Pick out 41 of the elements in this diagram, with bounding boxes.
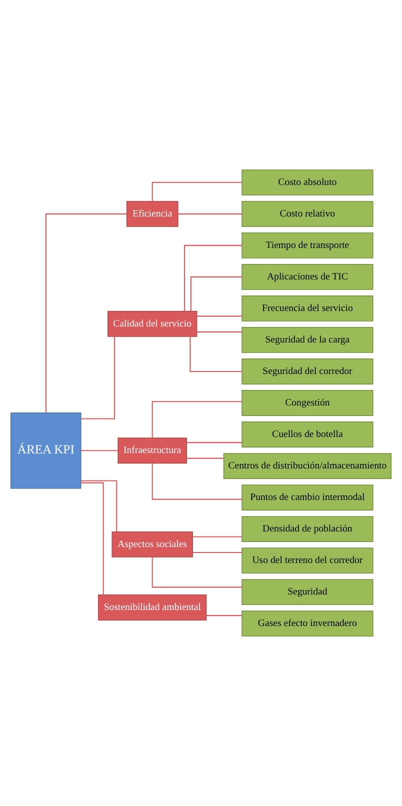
node-box: Puntos de cambio intermodal bbox=[242, 484, 374, 510]
node-box: Eficiencia bbox=[126, 200, 178, 227]
node-box: Tiempo de transporte bbox=[242, 232, 374, 258]
connector bbox=[196, 331, 242, 332]
node-box: Seguridad del corredor bbox=[242, 358, 374, 384]
node-box: Cuellos de botella bbox=[242, 422, 374, 448]
connector bbox=[186, 458, 224, 459]
node-box: Infraestructura bbox=[118, 438, 187, 464]
connector bbox=[152, 182, 242, 202]
node-box: Costo absoluto bbox=[242, 169, 374, 196]
connector bbox=[190, 276, 242, 312]
connector bbox=[81, 450, 118, 452]
node-box: Densidad de población bbox=[242, 516, 374, 542]
node-box: ÁREA KPI bbox=[10, 412, 82, 489]
node-box: Sostenibilidad ambiental bbox=[98, 594, 207, 620]
node-box: Calidad del servicio bbox=[108, 310, 198, 337]
node-box: Frecuencia del servicio bbox=[242, 296, 374, 322]
connector bbox=[81, 336, 116, 420]
node-box: Congestión bbox=[242, 390, 374, 416]
connector bbox=[80, 482, 104, 595]
connector bbox=[152, 401, 242, 438]
node-box: Centros de distribución/almacenamiento bbox=[223, 453, 392, 479]
connector bbox=[206, 615, 242, 616]
connector bbox=[152, 557, 242, 588]
connector bbox=[184, 244, 242, 311]
connector bbox=[45, 213, 127, 413]
connector bbox=[178, 213, 242, 214]
connector bbox=[192, 536, 242, 538]
node-box: Seguridad de la carga bbox=[242, 327, 374, 353]
connector bbox=[192, 552, 242, 554]
connector bbox=[190, 336, 242, 372]
connector bbox=[186, 442, 242, 444]
connector bbox=[81, 480, 118, 532]
connector bbox=[196, 316, 242, 317]
node-box: Aplicaciones de TIC bbox=[242, 264, 374, 290]
node-box: Seguridad bbox=[242, 579, 374, 606]
node-box: Uso del terreno del corredor bbox=[242, 548, 374, 574]
node-box: Costo relativo bbox=[242, 200, 374, 227]
connector bbox=[152, 463, 242, 500]
node-box: Aspectos sociales bbox=[112, 532, 193, 558]
node-box: Gases efecto invernadero bbox=[242, 610, 374, 637]
